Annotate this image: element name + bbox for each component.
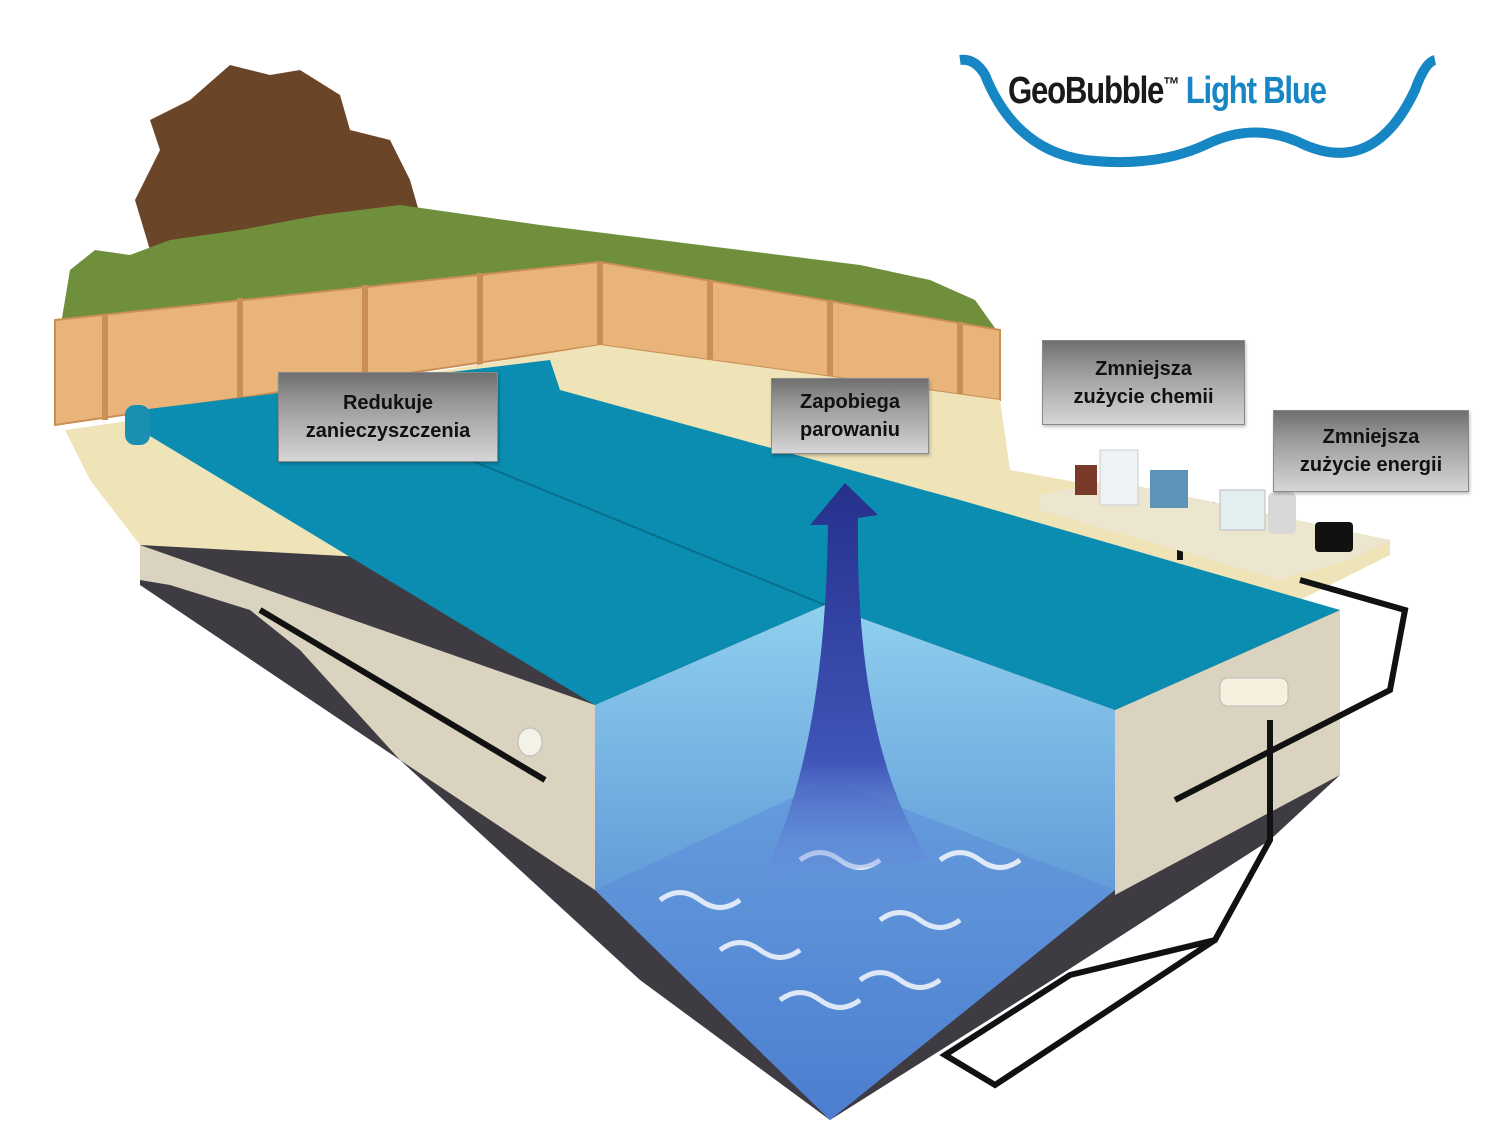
tree bbox=[135, 65, 420, 250]
filter-icon bbox=[1219, 489, 1266, 531]
label-line: parowaniu bbox=[799, 419, 900, 441]
evaporation-arrow bbox=[760, 483, 930, 880]
label-line: Redukuje bbox=[342, 392, 434, 414]
label-line: zanieczyszczenia bbox=[305, 420, 471, 442]
label-line: Zapobiega bbox=[799, 391, 900, 413]
chemical-box-icon bbox=[1150, 470, 1188, 508]
cover-seam bbox=[469, 459, 826, 606]
cover-roller bbox=[125, 405, 150, 445]
label-line: zużycie chemii bbox=[1073, 385, 1214, 408]
pool-wall-left bbox=[140, 545, 595, 890]
fence-posts bbox=[102, 262, 963, 420]
label-line: Zmniejsza bbox=[1095, 357, 1192, 380]
pump-icon bbox=[1268, 492, 1296, 534]
label-line: zużycie energii bbox=[1299, 454, 1443, 476]
chemical-jar-icon bbox=[1075, 465, 1097, 495]
label-reduces-debris: Redukuje zanieczyszczenia bbox=[278, 372, 498, 462]
label-line: Zmniejsza bbox=[1322, 426, 1420, 448]
label-reduces-chemicals: Zmniejsza zużycie chemii bbox=[1042, 340, 1245, 425]
label-reduces-energy: Zmniejsza zużycie energii bbox=[1273, 410, 1469, 492]
geobubble-logo-wave bbox=[959, 54, 1437, 168]
return-inlet-icon bbox=[517, 727, 543, 757]
heater-icon bbox=[1315, 522, 1353, 552]
logo-product: Light Blue bbox=[1185, 70, 1327, 112]
logo-brand: GeoBubble bbox=[1008, 70, 1164, 112]
logo-text: GeoBubble™ Light Blue bbox=[1008, 70, 1327, 113]
label-prevents-evaporation: Zapobiega parowaniu bbox=[771, 378, 929, 454]
chemical-canister-icon bbox=[1099, 449, 1139, 506]
skimmer-icon bbox=[1219, 677, 1289, 707]
logo-trademark: ™ bbox=[1163, 74, 1179, 96]
